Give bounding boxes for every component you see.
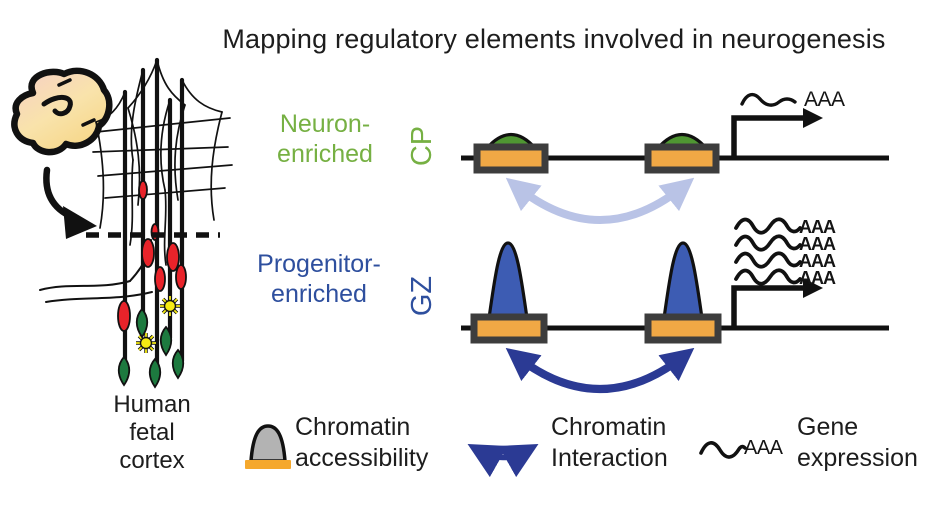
neuron-enriched-line1: Neuron- — [279, 110, 371, 138]
chromatin-accessibility-icon — [245, 424, 291, 469]
progenitor-enriched-line1: Progenitor- — [257, 250, 381, 278]
cp-polya-label: AAA — [804, 88, 845, 111]
legend-chromatin-interaction-label: Chromatin Interaction — [551, 412, 668, 474]
legend-chromatin-accessibility-label: Chromatin accessibility — [295, 412, 428, 474]
legend-label-line: expression — [797, 444, 918, 472]
gz-polya-label-4: AAA — [799, 268, 836, 288]
cp-interaction-arc-icon — [505, 177, 695, 224]
caption-line2: fetal — [129, 418, 175, 446]
gz-accessibility-peak-1 — [487, 241, 529, 320]
human-fetal-cortex-caption: Human fetal cortex — [90, 391, 214, 474]
cp-regulatory-element-2 — [644, 143, 720, 174]
legend-label-line: accessibility — [295, 444, 429, 472]
gz-polya-label-2: AAA — [799, 234, 836, 254]
caption-line3: cortex — [119, 446, 185, 474]
gz-transcript-waves-icon — [734, 217, 802, 286]
yellow-cells — [136, 296, 180, 353]
neuron-enriched-label: Neuron- enriched — [235, 110, 415, 169]
brain-icon — [11, 67, 113, 156]
gz-interaction-arc-icon — [505, 347, 695, 393]
gz-regulatory-element-1 — [470, 313, 548, 344]
cp-regulatory-element-1 — [473, 143, 549, 174]
neuron-somas-red — [117, 180, 187, 332]
cp-track — [461, 92, 889, 224]
gz-zone-label: GZ — [405, 275, 438, 317]
legend-label-line: Gene — [797, 413, 859, 441]
gz-regulatory-element-2 — [644, 313, 722, 344]
cp-zone-label: CP — [405, 125, 438, 167]
gz-polya-label-3: AAA — [799, 251, 836, 271]
legend-polya-label: AAA — [744, 437, 783, 459]
legend-icons — [245, 424, 747, 478]
fetal-cortex-drawing — [39, 57, 233, 389]
gz-track — [461, 217, 889, 393]
legend-label-line: Chromatin — [551, 413, 667, 441]
gz-accessibility-peak-2 — [662, 241, 704, 320]
legend-gene-expression-label: Gene expression — [797, 412, 918, 474]
progenitor-enriched-line2: enriched — [271, 279, 367, 308]
gz-polya-label-1: AAA — [799, 217, 836, 237]
chromatin-interaction-icon — [467, 443, 539, 478]
dendrite-mesh — [92, 59, 233, 266]
figure-title: Mapping regulatory elements involved in … — [222, 24, 886, 54]
progenitor-enriched-label: Progenitor- enriched — [220, 250, 418, 309]
cp-transcript-wave-icon — [740, 92, 797, 107]
caption-line1: Human — [113, 391, 191, 418]
gz-tss-arrow-icon — [731, 278, 823, 327]
cp-tss-arrow-icon — [731, 108, 823, 157]
neuron-enriched-line2: enriched — [277, 139, 373, 168]
legend-label-line: Chromatin — [295, 413, 411, 441]
flow-arrow-icon — [43, 166, 97, 239]
progenitor-somas-green — [117, 307, 185, 389]
gene-expression-icon — [699, 441, 747, 459]
legend-label-line: Interaction — [551, 444, 668, 472]
axon-lines — [39, 239, 153, 303]
radial-fibers — [122, 57, 185, 373]
